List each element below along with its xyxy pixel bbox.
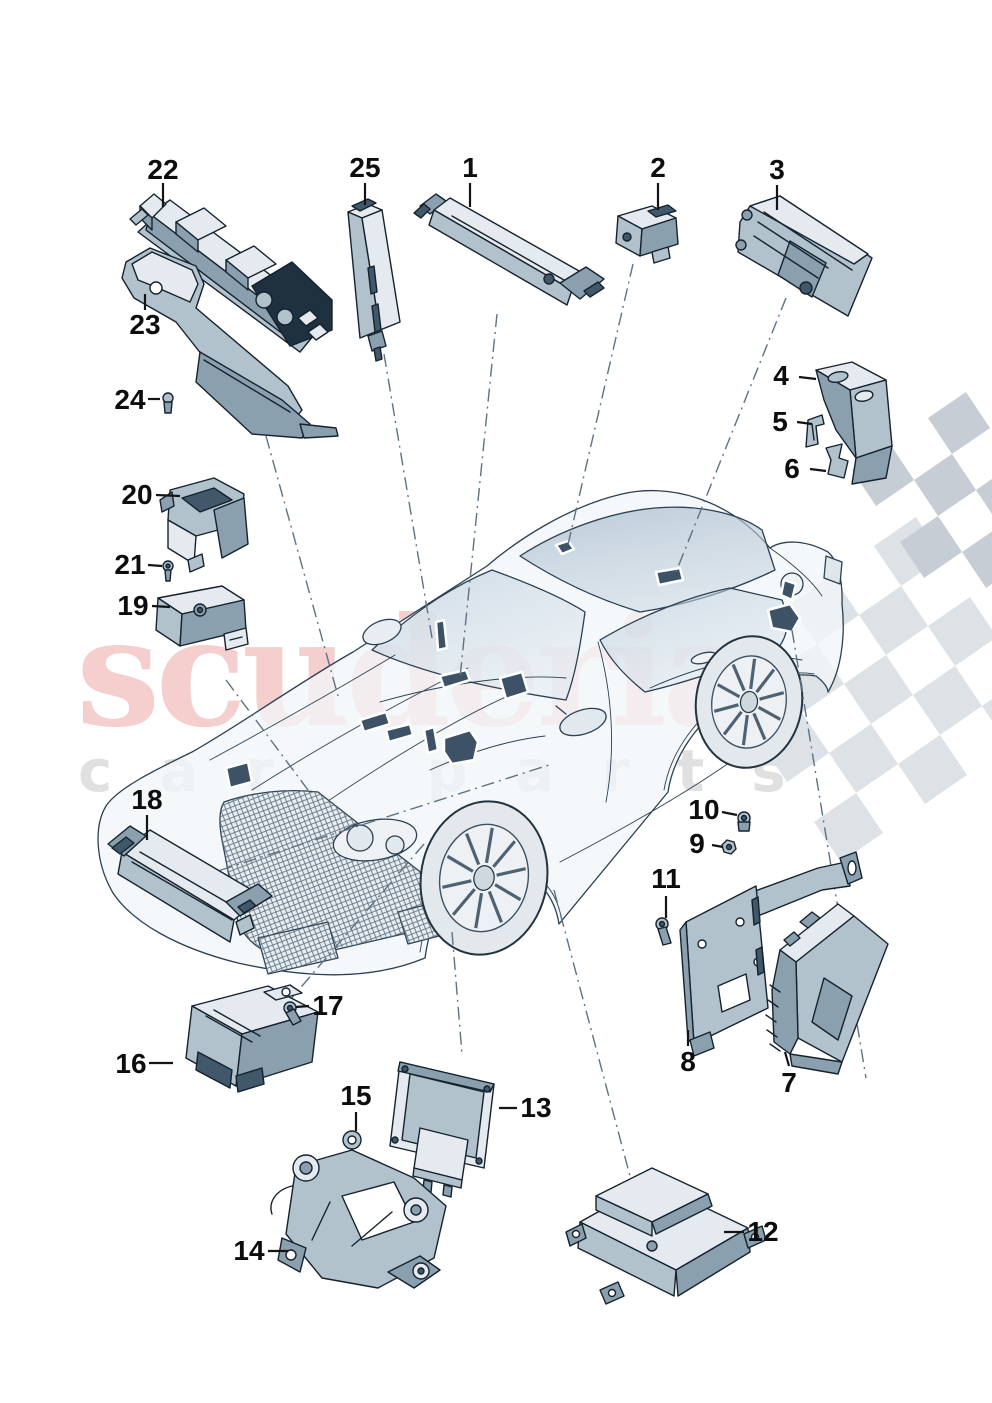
wheel [694, 635, 804, 769]
callout-pointer-lines [143, 183, 827, 1253]
part-figure-5 [805, 414, 825, 448]
module-location-marker [554, 539, 576, 556]
module-location-marker [442, 728, 480, 766]
leader-line [195, 763, 553, 879]
part-figures [107, 193, 893, 1305]
leader-line [225, 679, 309, 791]
callout-pointer [783, 1051, 791, 1067]
part-figure-12 [565, 1167, 767, 1305]
leader-line [289, 843, 425, 1001]
checkered-flag-watermark [706, 392, 992, 862]
part-figure-4 [815, 361, 893, 485]
part-figure-1 [413, 193, 605, 306]
wheels [419, 635, 804, 956]
module-location-marker [498, 670, 530, 701]
callout-pointer [721, 810, 738, 817]
module-location-marker [224, 760, 254, 790]
door-mirror [559, 707, 607, 737]
callout-pointer [798, 375, 817, 381]
part-figure-10 [737, 811, 751, 832]
part-figure-13 [389, 1061, 495, 1198]
module-location-marker [438, 668, 472, 690]
module-location-marker [358, 710, 392, 734]
part-figure-19 [155, 585, 249, 651]
part-figure-14 [270, 1149, 447, 1289]
part-figure-2 [615, 204, 679, 264]
callout-pointer [151, 604, 171, 609]
roof-glass [519, 506, 776, 613]
module-location-marker [434, 618, 449, 652]
part-figure-3 [735, 195, 873, 317]
module-location-marker [766, 602, 802, 634]
part-figure-15 [342, 1130, 362, 1150]
module-location-markers [224, 539, 802, 790]
module-location-marker [779, 578, 798, 602]
callout-pointer [295, 1004, 310, 1009]
module-location-marker [654, 566, 685, 587]
part-figure-25 [347, 198, 401, 362]
leader-line [383, 353, 433, 639]
part-figure-18 [107, 825, 273, 943]
part-figure-11 [655, 917, 672, 946]
part-figure-6 [825, 443, 849, 479]
callout-pointer [155, 493, 181, 498]
callout-pointer [809, 467, 827, 473]
callout-pointer [796, 420, 813, 426]
windshield [371, 569, 586, 701]
leader-line [459, 313, 498, 679]
far-door-mirror [362, 618, 402, 646]
leader-line [265, 435, 339, 697]
part-figure-20 [159, 477, 249, 573]
part-figure-17 [283, 1001, 302, 1026]
part-figure-24 [162, 392, 174, 414]
leader-line [451, 931, 463, 1055]
leader-line [553, 889, 631, 1177]
wheel [419, 800, 549, 956]
part-figure-9 [721, 839, 737, 855]
leader-line [566, 263, 634, 550]
part-figure-22 [129, 193, 333, 353]
taillight [823, 555, 843, 585]
part-figure-7 [765, 903, 889, 1075]
module-location-marker [422, 725, 440, 755]
callout-pointer [147, 563, 163, 568]
callout-pointer [711, 843, 724, 849]
part-figure-16 [185, 984, 319, 1093]
module-location-marker [384, 722, 415, 744]
part-figure-8 [679, 851, 863, 1057]
part-figure-23 [121, 247, 339, 439]
part-figure-21 [162, 560, 174, 582]
